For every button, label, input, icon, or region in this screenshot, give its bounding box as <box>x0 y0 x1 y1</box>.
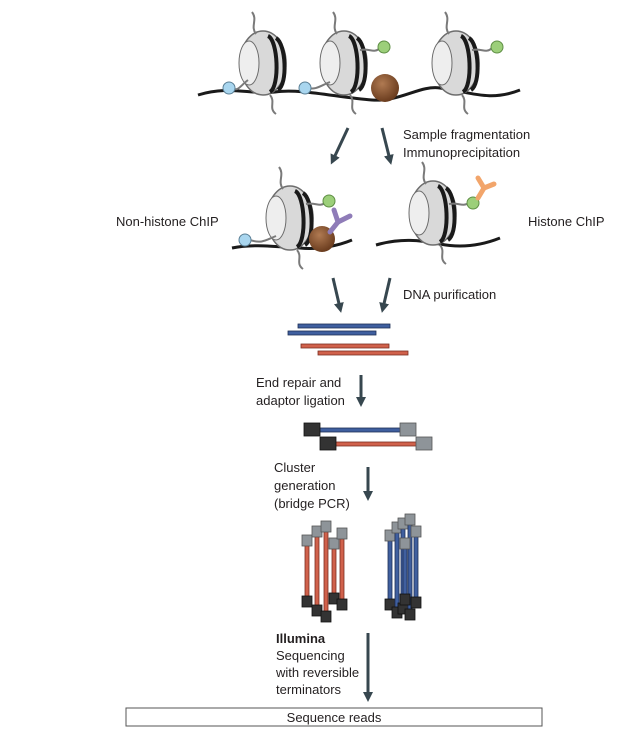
adaptor-dark <box>404 608 416 621</box>
adaptor-dark <box>410 596 422 609</box>
adaptor-light <box>404 513 416 526</box>
nucleosome-2 <box>298 11 391 115</box>
arrow-purify-left <box>331 277 344 313</box>
adaptor-dark <box>301 595 313 608</box>
cluster-blue <box>384 513 422 621</box>
cluster-red <box>301 520 348 623</box>
adaptor-dark <box>319 436 337 451</box>
label-illumina: Illumina <box>276 631 326 646</box>
adaptor-dark <box>311 604 323 617</box>
adaptor-light <box>328 537 340 550</box>
cluster-strand <box>339 537 345 601</box>
histone-chip-complex <box>375 161 501 265</box>
histone-mark-blue-dot <box>222 81 236 95</box>
histone-mark-green-dot <box>377 40 391 54</box>
arrow-purify-right <box>379 277 392 313</box>
label-with-reversible: with reversible <box>275 665 359 680</box>
histone-mark-green-dot <box>466 196 480 210</box>
histone-mark-blue-dot <box>298 81 312 95</box>
cluster-strand <box>314 535 320 607</box>
label-generation: generation <box>274 478 335 493</box>
non-histone-chip-complex <box>231 166 353 270</box>
label-sequencing: Sequencing <box>276 648 345 663</box>
adaptor-light <box>415 436 433 451</box>
label-cluster: Cluster <box>274 460 316 475</box>
adaptor-light <box>410 525 422 538</box>
adaptor-dark <box>320 610 332 623</box>
histone-mark-green-dot <box>490 40 504 54</box>
dna-fragment-blue <box>297 323 391 329</box>
cluster-strand <box>323 530 329 613</box>
label-terminators: terminators <box>276 682 342 697</box>
label-end-repair: End repair and <box>256 375 341 390</box>
cluster-strand <box>402 547 408 596</box>
adaptor-ligated-fragments <box>303 422 433 451</box>
chromatin-top <box>197 11 521 115</box>
nucleosome-1 <box>222 11 287 115</box>
label-bridge-pcr: (bridge PCR) <box>274 496 350 511</box>
antibody-purple <box>327 207 353 235</box>
histone-mark-blue-dot <box>238 233 252 247</box>
sequence-reads-box: Sequence reads <box>125 707 543 727</box>
cluster-strand <box>394 531 400 609</box>
label-histone-chip: Histone ChIP <box>528 214 605 229</box>
adaptor-light <box>336 527 348 540</box>
adaptor-light <box>320 520 332 533</box>
dna-fragment-blue <box>287 330 377 336</box>
adaptor-dark <box>303 422 321 437</box>
dna-fragment-red <box>317 350 409 356</box>
purified-dna-fragments <box>287 323 409 356</box>
transcription-factor <box>371 74 399 102</box>
label-immunoprecipitation: Immunoprecipitation <box>403 145 520 160</box>
adaptor-dark <box>328 592 340 605</box>
cluster-strand <box>413 535 419 599</box>
cluster-strand <box>331 547 337 595</box>
adaptor-light <box>399 422 417 437</box>
label-sequence-reads: Sequence reads <box>287 710 382 725</box>
histone-mark-green-dot <box>322 194 336 208</box>
label-sample-fragmentation: Sample fragmentation <box>403 127 530 142</box>
nucleosome-3 <box>431 11 504 115</box>
label-non-histone-chip: Non-histone ChIP <box>116 214 219 229</box>
arrow-to-histone <box>380 127 394 165</box>
arrow-to-nonhistone <box>330 127 350 165</box>
antibody-orange <box>475 175 497 201</box>
label-dna-purification: DNA purification <box>403 287 496 302</box>
dna-fragment-red <box>300 343 390 349</box>
adaptor-light <box>311 525 323 538</box>
adaptor-light <box>399 537 411 550</box>
cluster-strand <box>387 539 393 601</box>
cluster-strand <box>304 544 310 598</box>
adaptor-light <box>301 534 313 547</box>
adaptor-dark <box>399 593 411 606</box>
label-adaptor-ligation: adaptor ligation <box>256 393 345 408</box>
adaptor-dark <box>336 598 348 611</box>
